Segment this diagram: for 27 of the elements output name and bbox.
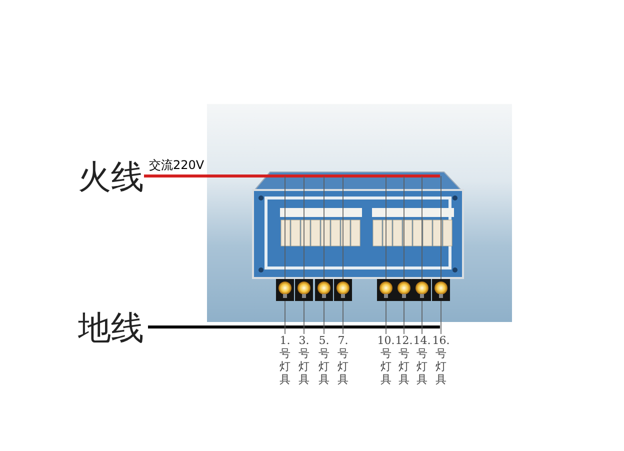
lamp-label: 14.号灯具 [413, 334, 431, 394]
lamp-label: 3.号灯具 [295, 334, 313, 394]
wire [284, 176, 286, 280]
light-bulb-icon [315, 279, 333, 301]
wire-label: 火线 [78, 157, 144, 197]
ground-wire [148, 326, 440, 328]
controller-drawing [252, 170, 464, 280]
wire [342, 176, 344, 280]
lamp-label: 16.号灯具 [432, 334, 450, 394]
lamp-label: 7.号灯具 [334, 334, 352, 394]
wire [284, 300, 286, 334]
light-bulb-icon [334, 279, 352, 301]
light-bulb-icon [432, 279, 450, 301]
wire [440, 300, 442, 334]
wire-label: 地线 [78, 308, 148, 348]
live-wire [144, 174, 440, 178]
lamp-label: 10.号灯具 [377, 334, 395, 394]
lamp-label: 5.号灯具 [315, 334, 333, 394]
light-bulb-icon [413, 279, 431, 301]
lamp-label: 12.号灯具 [395, 334, 413, 394]
wire [440, 176, 442, 280]
wire [342, 300, 344, 334]
light-bulb-icon [276, 279, 294, 301]
edge-label: 交流220V [148, 158, 206, 172]
light-bulb-icon [295, 279, 313, 301]
light-bulb-icon [377, 279, 395, 301]
lamp-label: 1.号灯具 [276, 334, 294, 394]
